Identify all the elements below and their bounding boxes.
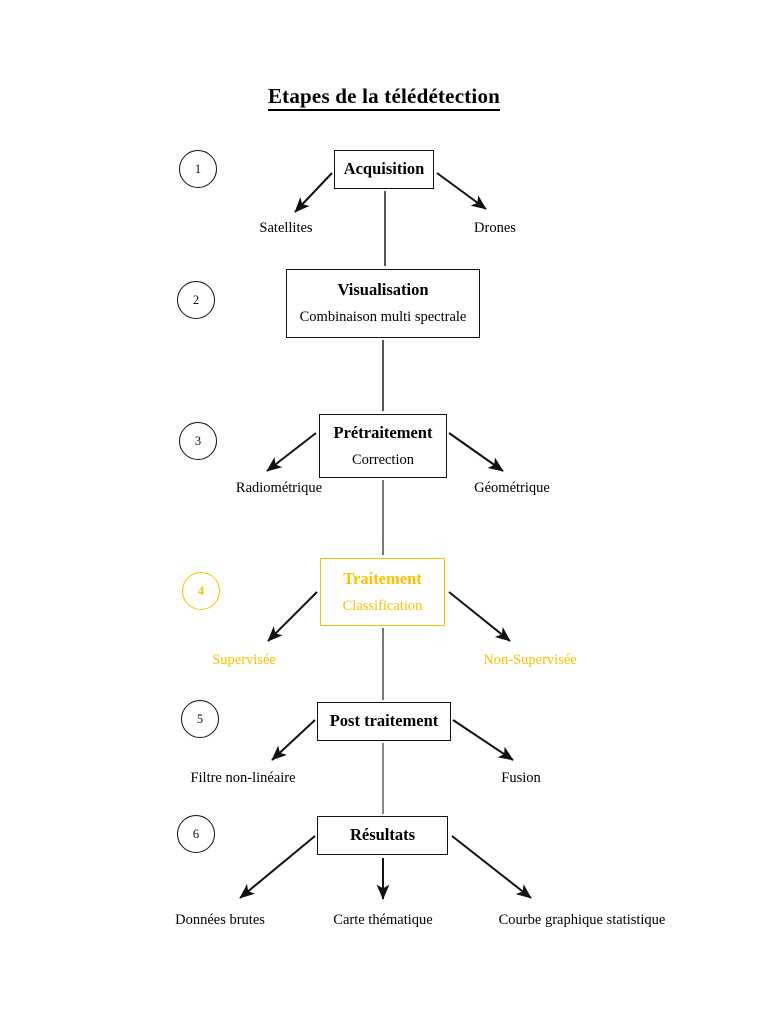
arrow-traitement-supervisee: [267, 591, 318, 642]
step-number-3: 3: [179, 422, 217, 460]
node-acquisition-title: Acquisition: [343, 159, 425, 179]
arrow-acquisition-satellites: [294, 172, 333, 213]
node-visualisation-title: Visualisation: [337, 280, 429, 300]
node-pretraitement-subtitle: Correction: [351, 451, 414, 468]
leaf-carte-thematique: Carte thématique: [333, 912, 433, 928]
step-number-2: 2: [177, 281, 215, 319]
arrow-acquisition-drones: [436, 172, 487, 210]
step-number-4-label: 4: [197, 583, 205, 598]
leaf-non-supervisee: Non-Supervisée: [483, 652, 577, 668]
step-number-4: 4: [182, 572, 220, 610]
leaf-fusion: Fusion: [501, 770, 541, 786]
page-title: Etapes de la télédétection: [0, 84, 768, 111]
arrow-traitement-non-supervisee: [448, 591, 511, 642]
node-resultats-title: Résultats: [349, 825, 416, 845]
step-number-2-label: 2: [192, 292, 200, 307]
page-title-text: Etapes de la télédétection: [267, 84, 501, 111]
leaf-satellites: Satellites: [259, 220, 313, 236]
node-post-traitement[interactable]: Post traitement: [317, 702, 451, 741]
leaf-donnees-brutes: Données brutes: [175, 912, 265, 928]
node-traitement-subtitle: Classification: [342, 597, 423, 614]
node-visualisation[interactable]: Visualisation Combinaison multi spectral…: [286, 269, 480, 338]
step-number-5-label: 5: [196, 711, 204, 726]
node-post-traitement-title: Post traitement: [329, 711, 439, 731]
node-pretraitement[interactable]: Prétraitement Correction: [319, 414, 447, 478]
node-traitement[interactable]: Traitement Classification: [320, 558, 445, 626]
step-number-5: 5: [181, 700, 219, 738]
node-pretraitement-title: Prétraitement: [333, 422, 433, 442]
step-number-6: 6: [177, 815, 215, 853]
step-number-3-label: 3: [194, 433, 202, 448]
node-visualisation-subtitle: Combinaison multi spectrale: [299, 309, 467, 326]
leaf-courbe-graphique-statistique: Courbe graphique statistique: [498, 912, 666, 928]
arrow-pretraitement-radiometrique: [266, 432, 317, 472]
leaf-geometrique: Géométrique: [474, 480, 550, 496]
arrow-pretraitement-geometrique: [448, 432, 504, 472]
node-acquisition[interactable]: Acquisition: [334, 150, 434, 189]
leaf-radiometrique: Radiométrique: [235, 480, 323, 496]
step-number-1: 1: [179, 150, 217, 188]
node-resultats[interactable]: Résultats: [317, 816, 448, 855]
step-number-1-label: 1: [194, 161, 202, 176]
leaf-supervisee: Supervisée: [212, 652, 276, 668]
node-traitement-title: Traitement: [343, 568, 422, 588]
arrow-post-traitement-filtre: [271, 719, 316, 761]
leaf-drones: Drones: [474, 220, 516, 236]
arrow-resultats-donnees-brutes: [239, 835, 316, 899]
step-number-6-label: 6: [192, 826, 200, 841]
arrow-resultats-courbe-statistique: [451, 835, 532, 899]
leaf-filtre-non-lineaire: Filtre non-linéaire: [190, 770, 296, 786]
arrow-post-traitement-fusion: [452, 719, 514, 761]
